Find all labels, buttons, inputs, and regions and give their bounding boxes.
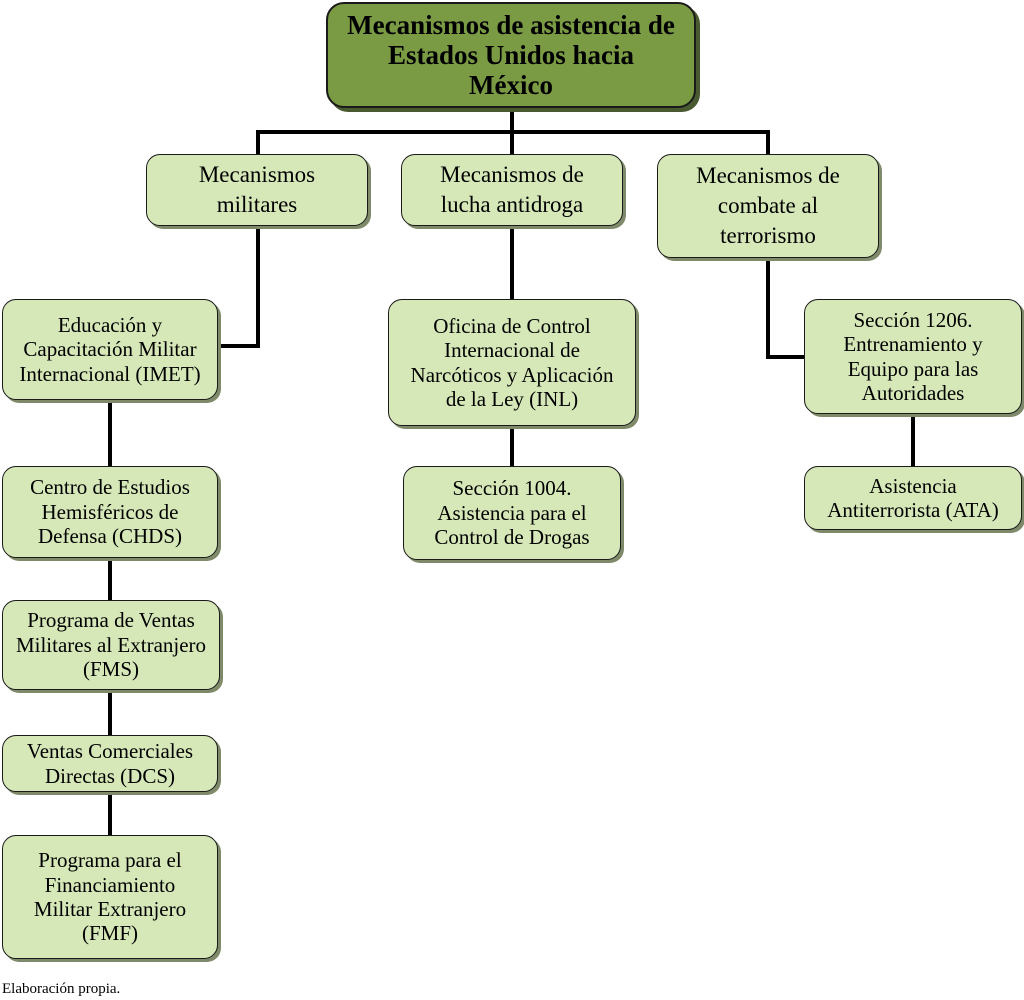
node-section-1004: Sección 1004. Asistencia para el Control… bbox=[403, 466, 621, 560]
node-chds: Centro de Estudios Hemisféricos de Defen… bbox=[2, 466, 218, 558]
connector-terrorism-1206 bbox=[766, 256, 806, 359]
node-inl: Oficina de Control Internacional de Narc… bbox=[388, 299, 636, 426]
node-fmf: Programa para el Financiamiento Militar … bbox=[2, 835, 218, 959]
node-section-1206: Sección 1206. Entrenamiento y Equipo par… bbox=[804, 299, 1022, 414]
source-caption: Elaboración propia. bbox=[2, 981, 121, 997]
category-node-terrorism: Mecanismos de combate al terrorismo bbox=[657, 154, 879, 258]
node-fms: Programa de Ventas Militares al Extranje… bbox=[2, 600, 220, 690]
category-node-antidrug: Mecanismos de lucha antidroga bbox=[401, 154, 623, 226]
node-ata: Asistencia Antiterrorista (ATA) bbox=[804, 466, 1022, 530]
connector-military-imet bbox=[216, 224, 260, 348]
category-node-military: Mecanismos militares bbox=[146, 154, 368, 226]
root-node: Mecanismos de asistencia de Estados Unid… bbox=[326, 2, 696, 108]
node-dcs: Ventas Comerciales Directas (DCS) bbox=[2, 735, 218, 792]
node-imet: Educación y Capacitación Militar Interna… bbox=[2, 299, 218, 400]
